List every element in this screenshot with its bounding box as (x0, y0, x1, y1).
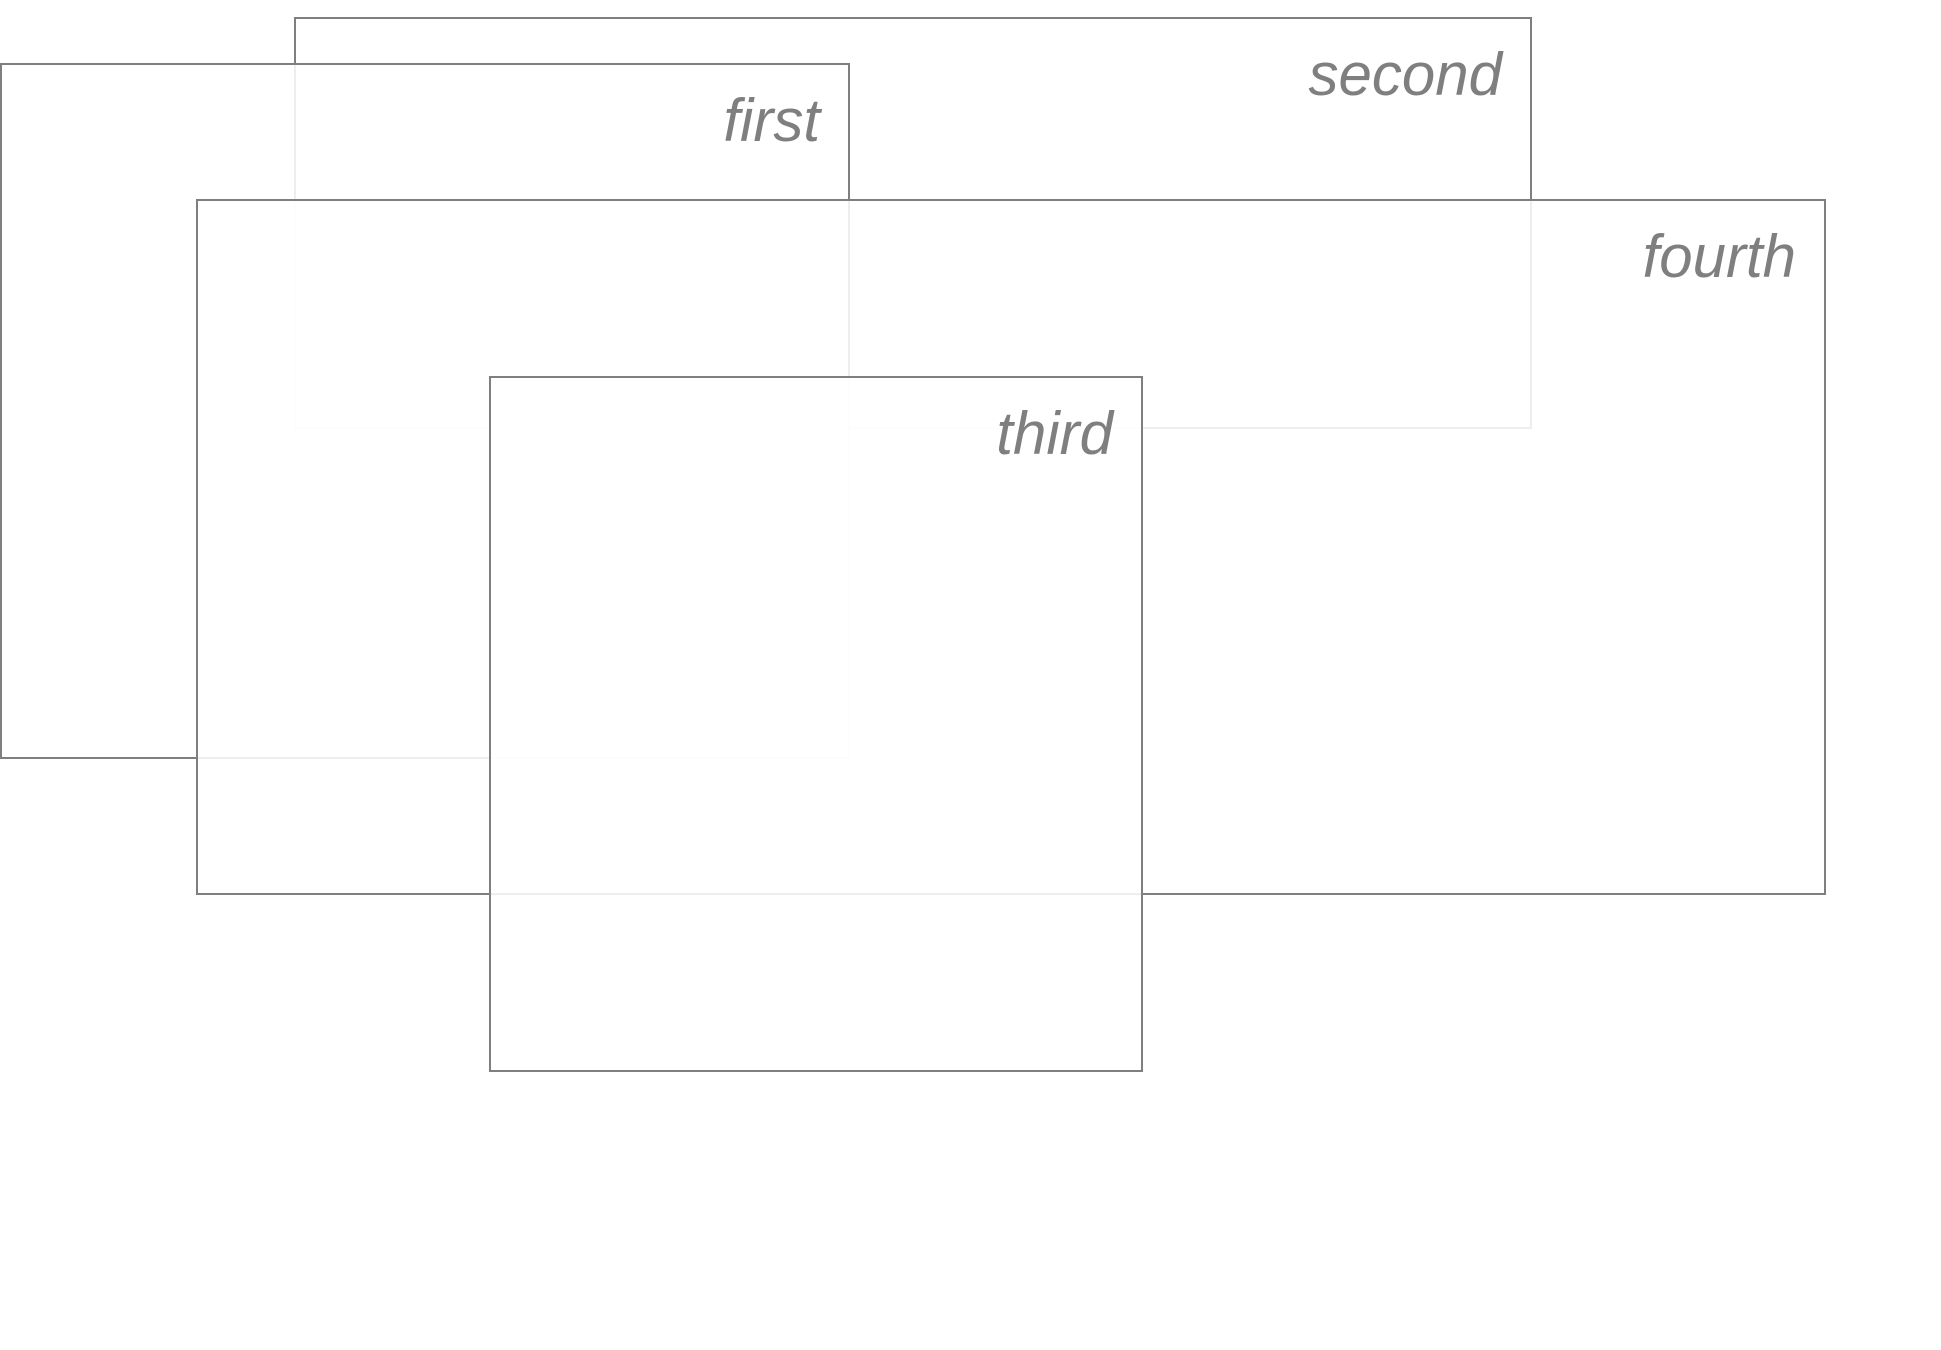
panel-first-label: first (723, 87, 820, 154)
panel-fourth-label: fourth (1642, 223, 1796, 290)
panel-third: third (489, 376, 1143, 1072)
panel-second-label: second (1308, 41, 1502, 108)
panel-third-label: third (996, 400, 1113, 467)
